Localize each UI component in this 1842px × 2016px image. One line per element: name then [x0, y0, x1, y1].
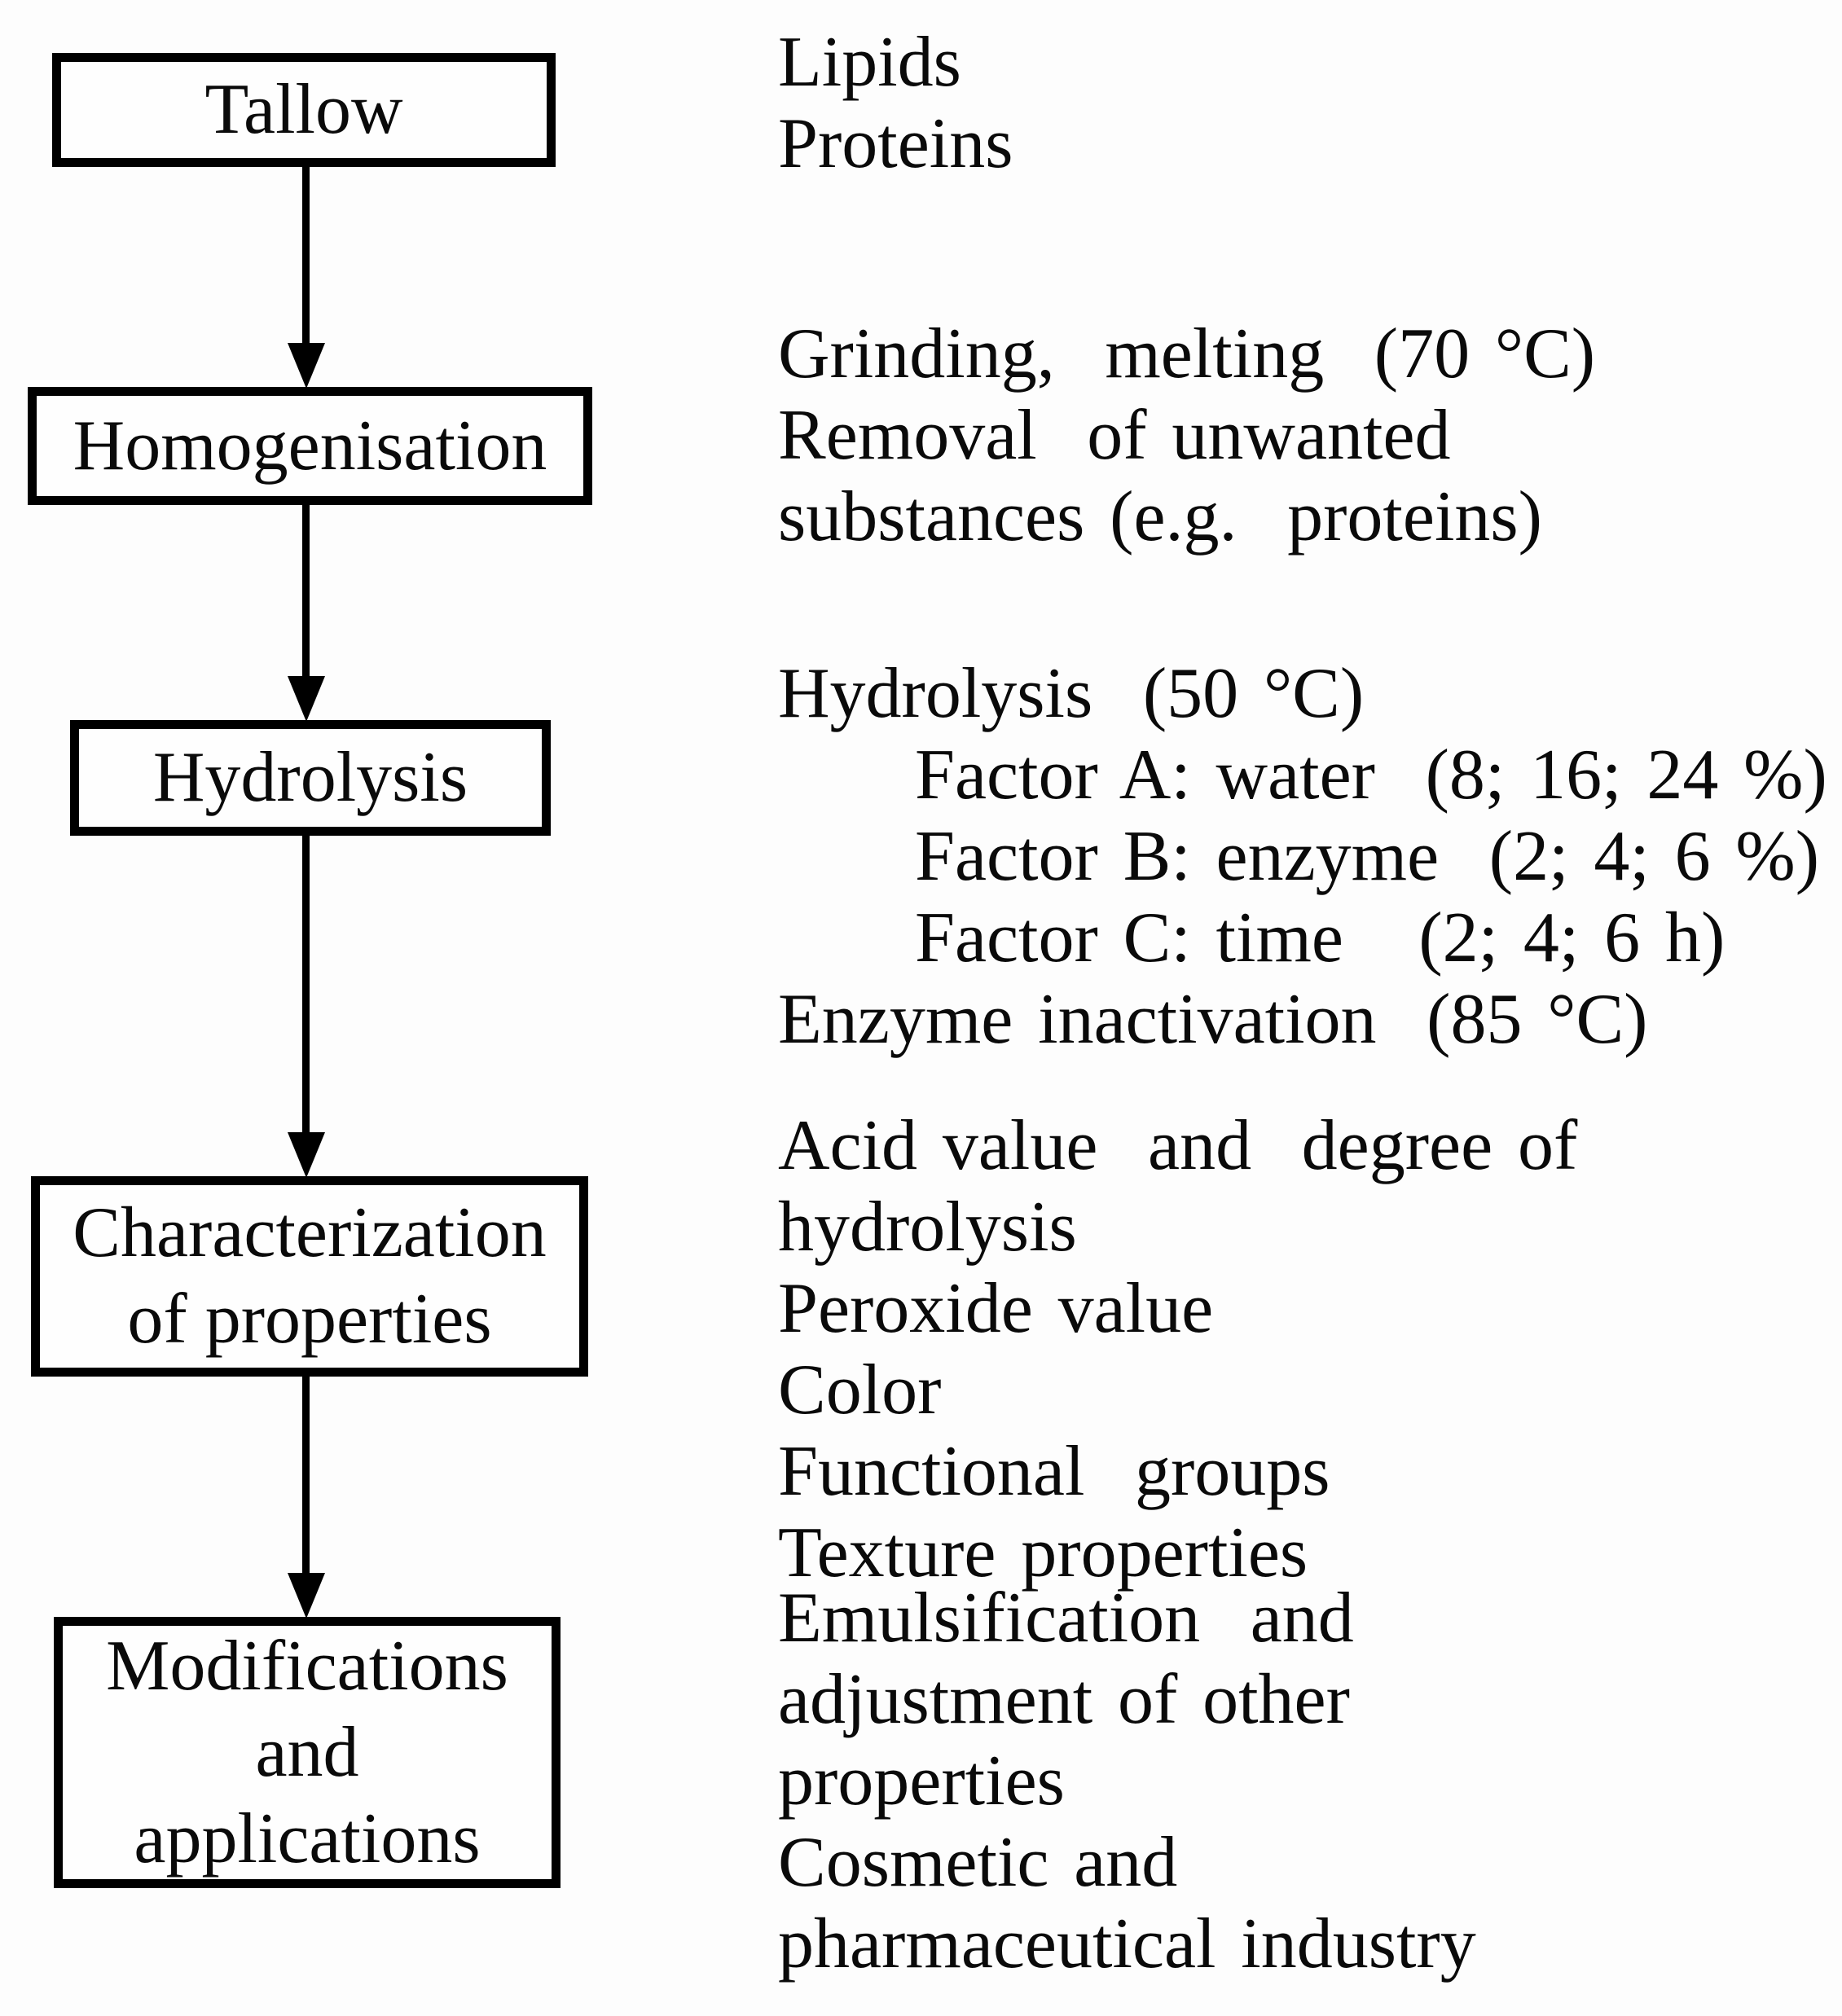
arrow-down-icon-3 [288, 1132, 325, 1178]
connector-line-3 [302, 834, 310, 1137]
process-box-tallow: Tallow [52, 53, 556, 167]
process-box-homogenisation: Homogenisation [28, 387, 592, 505]
process-box-characterization: Characterization of properties [31, 1176, 588, 1377]
annotation-line: Peroxide value [778, 1269, 1214, 1348]
annotation-line: Emulsification and [778, 1579, 1354, 1658]
annotation-line: Hydrolysis (50 °C) [778, 654, 1365, 733]
annotation-group-modifications: Emulsification and adjustment of other p… [778, 1578, 1834, 1985]
annotation-group-homogenisation: Grinding, melting (70 °C) Removal of unw… [778, 314, 1834, 558]
annotation-line: Acid value and degree of hydrolysis [778, 1106, 1603, 1267]
process-box-hydrolysis: Hydrolysis [70, 720, 551, 836]
annotation-line: Proteins [778, 104, 1013, 183]
annotation-line: Enzyme inactivation (85 °C) [778, 980, 1648, 1059]
connector-line-4 [302, 1375, 310, 1577]
annotation-line: substances (e.g. proteins) [778, 477, 1542, 556]
annotation-line: properties [778, 1741, 1065, 1821]
arrow-down-icon-2 [288, 676, 325, 722]
annotation-group-characterization: Acid value and degree of hydrolysis Pero… [778, 1105, 1834, 1594]
annotation-line-factor-b: Factor B: enzyme (2; 4; 6 %) [915, 817, 1819, 896]
annotation-line: Texture properties [778, 1513, 1308, 1592]
annotation-line: pharmaceutical industry [778, 1904, 1476, 1983]
annotation-line: Lipids [778, 23, 961, 102]
arrow-down-icon-4 [288, 1573, 325, 1619]
annotation-line: Cosmetic and [778, 1823, 1178, 1902]
annotation-line: adjustment of other [778, 1660, 1350, 1739]
annotation-line: Color [778, 1351, 942, 1430]
annotation-line: Removal of unwanted [778, 396, 1451, 475]
annotation-line: Functional groups [778, 1432, 1330, 1511]
process-box-modifications: Modifications and applications [54, 1617, 561, 1888]
connector-line-1 [302, 167, 310, 348]
connector-line-2 [302, 503, 310, 681]
annotation-group-hydrolysis: Hydrolysis (50 °C) Factor A: water (8; 1… [778, 653, 1834, 1061]
annotation-line-factor-a: Factor A: water (8; 16; 24 %) [915, 736, 1827, 815]
annotation-line-factor-c: Factor C: time (2; 4; 6 h) [915, 898, 1726, 977]
annotation-group-tallow: Lipids Proteins [778, 22, 1834, 185]
arrow-down-icon-1 [288, 343, 325, 389]
annotation-line: Grinding, melting (70 °C) [778, 314, 1596, 393]
